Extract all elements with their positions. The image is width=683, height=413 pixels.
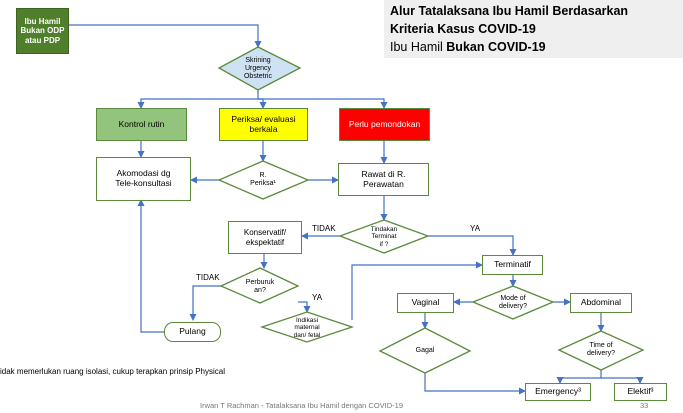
title-line3-prefix: Ibu Hamil: [390, 40, 447, 54]
label-tindakan-line3: if ?: [379, 240, 389, 248]
label-time-delivery: Time of delivery?: [576, 339, 626, 361]
node-akomodasi: Akomodasi dg Tele-konsultasi: [96, 157, 191, 201]
diamond-mode-delivery: [471, 285, 555, 320]
node-akomodasi-line1: Akomodasi dg: [116, 168, 171, 179]
label-skrining-line3: Obstetric: [243, 73, 272, 81]
node-emergency: Emergency³: [525, 383, 591, 401]
node-rawat: Rawat di R. Perawatan: [338, 163, 429, 196]
edge-skrining-periksa: [258, 98, 267, 109]
node-start-line3: atau PDP: [24, 35, 61, 45]
node-abdominal-label: Abdominal: [580, 297, 622, 308]
node-kontrol-rutin-label: Kontrol rutin: [118, 118, 165, 129]
label-gagal-text: Gagal: [415, 346, 435, 354]
node-perlu-pemondokan: Perlu pemondokan: [339, 108, 430, 141]
node-terminatif: Terminatif: [482, 255, 543, 275]
diamond-indikasi: [259, 311, 355, 343]
edge-label-ya-perburukan: YA: [312, 293, 323, 302]
node-kontrol-rutin: Kontrol rutin: [96, 108, 187, 141]
edge-tindakan-terminatif: [428, 235, 517, 256]
diamond-time-delivery: [557, 330, 645, 371]
title-line2: Kriteria Kasus COVID-19: [390, 22, 536, 36]
label-r-periksa: R. Periksa¹: [238, 168, 288, 192]
title-panel: [384, 0, 683, 58]
node-abdominal: Abdominal: [570, 293, 632, 313]
footer-credit: Irwan T Rachman - Tatalaksana Ibu Hamil …: [200, 401, 404, 410]
label-mode-line2: delivery?: [498, 303, 527, 310]
edge-perburukan-pulang: [189, 285, 221, 321]
label-tindakan-line1: Tindakan: [370, 225, 398, 233]
edge-pulang-akomodasi: [137, 199, 164, 333]
edge-skrining-pemondokan: [258, 98, 388, 109]
node-rawat-line2: Perawatan: [363, 178, 404, 189]
label-gagal: Gagal: [400, 343, 450, 359]
node-start: Ibu Hamil Bukan ODP atau PDP: [16, 8, 69, 54]
edge-skrining-kontrol: [137, 90, 259, 109]
node-periksa-evaluasi: Periksa/ evaluasi berkala: [219, 108, 308, 141]
label-r-periksa-line1: R.: [259, 171, 267, 179]
node-akomodasi-line2: Tele-konsultasi: [115, 178, 172, 188]
label-perburukan-line2: an?: [254, 287, 266, 294]
edge-time-emergency: [556, 370, 602, 384]
label-time-line1: Time of: [589, 341, 613, 349]
label-indikasi-line3: dan/ fetal: [293, 331, 321, 339]
edge-perburukan-indikasi: [298, 301, 311, 313]
edge-time-elektif: [601, 377, 644, 384]
label-perburukan-line1: Perburuk: [245, 278, 275, 286]
edge-label-ya-tindakan: YA: [470, 224, 481, 233]
node-terminatif-label: Terminatif: [494, 259, 531, 270]
node-konservatif-line1: Konservatif/: [243, 228, 287, 238]
label-indikasi: Indikasi maternal dan/ fetal: [282, 313, 332, 343]
label-time-line2: delivery?: [586, 350, 615, 357]
edge-start-skrining: [61, 24, 262, 48]
diamond-skrining: [217, 46, 302, 91]
node-elektif-label: Elektif³: [627, 386, 654, 397]
node-pulang-label: Pulang: [179, 326, 206, 337]
node-vaginal-label: Vaginal: [411, 297, 440, 308]
node-rawat-line1: Rawat di R.: [361, 168, 406, 179]
diamond-perburukan: [219, 267, 300, 304]
label-perburukan: Perburuk an?: [238, 277, 282, 297]
node-pulang: Pulang: [164, 322, 221, 342]
label-mode-delivery: Mode of delivery?: [488, 292, 538, 314]
footer-page-number: 33: [640, 401, 649, 410]
title-line1: Alur Tatalaksana Ibu Hamil Berdasarkan: [390, 4, 629, 18]
node-start-line1: Ibu Hamil: [24, 17, 61, 27]
node-vaginal: Vaginal: [397, 293, 454, 313]
label-indikasi-line2: maternal: [294, 324, 320, 332]
node-periksa-line1: Periksa/ evaluasi: [231, 113, 296, 124]
node-konservatif-line2: ekspektatif: [245, 237, 285, 247]
label-r-periksa-line2: Periksa¹: [250, 180, 276, 187]
label-mode-line1: Mode of: [500, 294, 526, 302]
diamond-tindakan-terminat: [338, 219, 430, 254]
label-tindakan-line2: Terminat: [371, 233, 397, 241]
edge-label-tidak-perburukan: TIDAK: [196, 273, 220, 282]
diamond-r-periksa: [217, 160, 310, 200]
node-elektif: Elektif³: [614, 383, 667, 401]
edge-gagal-emergency: [424, 373, 526, 395]
edge-indikasi-terminatif: [351, 261, 483, 320]
node-emergency-label: Emergency³: [535, 386, 581, 397]
title-line3-bold: Bukan COVID-19: [446, 40, 546, 54]
edge-label-tidak-tindakan: TIDAK: [312, 224, 336, 233]
label-indikasi-line1: Indikasi: [295, 316, 319, 324]
label-skrining: Skrining Urgency Obstetric: [228, 55, 288, 83]
node-pemondokan-label: Perlu pemondokan: [348, 118, 421, 129]
title-line3: Ibu Hamil Bukan COVID-19: [390, 40, 546, 54]
diamond-gagal: [378, 327, 472, 374]
node-konservatif: Konservatif/ ekspektatif: [228, 221, 302, 254]
label-skrining-line2: Urgency: [244, 64, 272, 72]
node-start-line2: Bukan ODP: [20, 26, 65, 36]
footnote-text: idak memerlukan ruang isolasi, cukup ter…: [0, 367, 225, 376]
label-skrining-line1: Skrining: [245, 56, 271, 64]
node-periksa-line2: berkala: [249, 123, 278, 134]
label-tindakan-terminat: Tindakan Terminat if ?: [360, 222, 408, 252]
